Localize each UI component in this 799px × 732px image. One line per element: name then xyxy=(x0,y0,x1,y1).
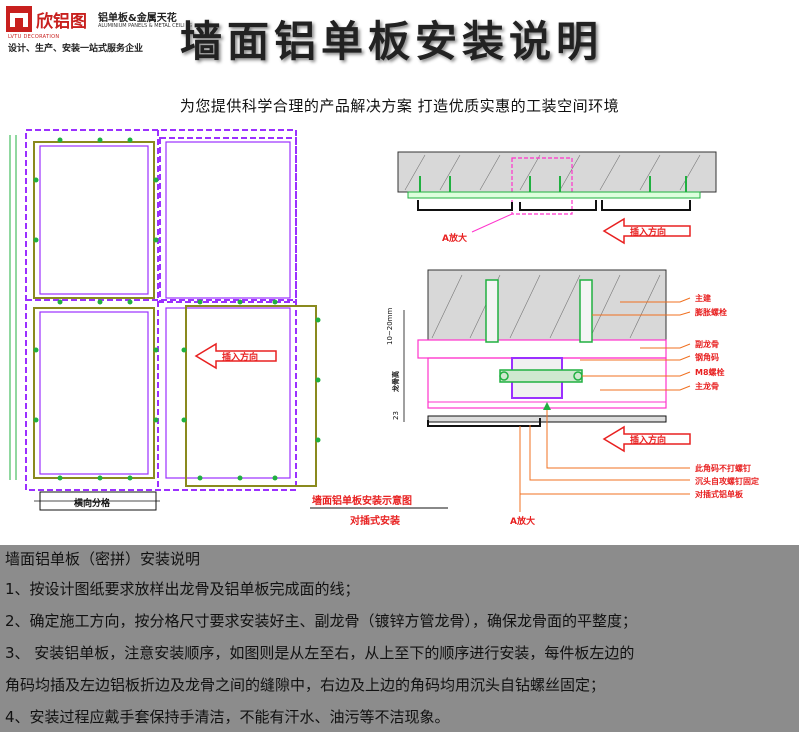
bottom-detail-label: A放大 xyxy=(510,515,535,527)
header: 欣铝图 LVTU DECORATION 铝单板&金属天花 ALUMINIUM P… xyxy=(0,0,799,90)
callout-5: M8螺栓 xyxy=(695,367,725,377)
top-detail-label: A放大 xyxy=(442,232,467,244)
callout-2: 膨胀螺栓 xyxy=(694,307,727,317)
logo-brand-en: LVTU DECORATION xyxy=(8,34,60,40)
callout-1: 主建 xyxy=(695,293,712,303)
notes-item-3: 3、 安装铝单板，注意安装顺序，如图则是从左至右，从上至下的顺序进行安装，每件板… xyxy=(5,644,635,662)
bottom-callout-1: 此角码不打螺钉 xyxy=(695,463,751,473)
logo-brand: 欣铝图 xyxy=(36,12,87,32)
callout-4: 钢角码 xyxy=(695,352,719,362)
center-title-block: 墙面铝单板安装示意图 对插式安装 xyxy=(310,494,448,527)
notes-item-2: 2、确定施工方向，按分格尺寸要求安装好主、副龙骨（镀锌方管龙骨），确保龙骨面的平… xyxy=(5,612,638,630)
notes-item-4: 4、安装过程应戴手套保持手清洁，不能有汗水、油污等不洁现象。 xyxy=(5,708,450,726)
top-detail: A放大 插入方向 xyxy=(397,151,717,245)
page-subtitle: 为您提供科学合理的产品解决方案 打造优质实惠的工装空间环境 xyxy=(179,97,620,115)
center-subtitle: 对插式安装 xyxy=(350,514,400,527)
bottom-callout-2: 沉头自攻螺钉固定 xyxy=(695,476,759,486)
logo-product-en: ALUMINIUM PANELS & METAL CEILING xyxy=(98,23,193,29)
left-insert-label: 插入方向 xyxy=(222,351,258,363)
bottom-insert-label: 插入方向 xyxy=(630,434,666,446)
notes-item-3-cont: 角码均插及左边铝板折边及龙骨之间的缝隙中，右边及上边的角码均用沉头自钻螺丝固定； xyxy=(5,676,606,694)
dim-mid: 龙骨高 xyxy=(391,371,400,393)
bottom-callout-3: 对插式铝单板 xyxy=(695,489,744,499)
left-elevation: 插入方向 横向分格 xyxy=(9,129,321,511)
notes-item-1: 1、按设计图纸要求放样出龙骨及铝单板完成面的线； xyxy=(5,580,360,598)
dim-bottom: 23 xyxy=(392,411,400,420)
logo: 欣铝图 LVTU DECORATION 铝单板&金属天花 ALUMINIUM P… xyxy=(6,6,206,54)
callout-3: 副龙骨 xyxy=(695,339,719,349)
callout-6: 主龙骨 xyxy=(695,381,719,391)
page-title: 墙面铝单板安装说明 xyxy=(180,17,604,66)
dim-top: 10~20mm xyxy=(386,308,394,345)
logo-product: 铝单板&金属天花 xyxy=(98,13,177,24)
center-title: 墙面铝单板安装示意图 xyxy=(312,494,412,507)
left-bottom-label: 横向分格 xyxy=(74,497,111,509)
notes-heading: 墙面铝单板（密拼）安装说明 xyxy=(5,550,201,568)
top-insert-label: 插入方向 xyxy=(630,226,666,238)
installation-notes: 墙面铝单板（密拼）安装说明 1、按设计图纸要求放样出龙骨及铝单板完成面的线； 2… xyxy=(0,545,799,732)
bottom-detail: 10~20mm 龙骨高 23 主建 膨胀螺栓 副龙骨 xyxy=(386,269,759,527)
logo-mark-icon xyxy=(6,6,32,32)
logo-slogan: 设计、生产、安装一站式服务企业 xyxy=(8,44,144,54)
installation-diagram: 插入方向 横向分格 墙面铝单板安装示意图 对插式安装 A放大 插入方向 xyxy=(9,129,759,527)
